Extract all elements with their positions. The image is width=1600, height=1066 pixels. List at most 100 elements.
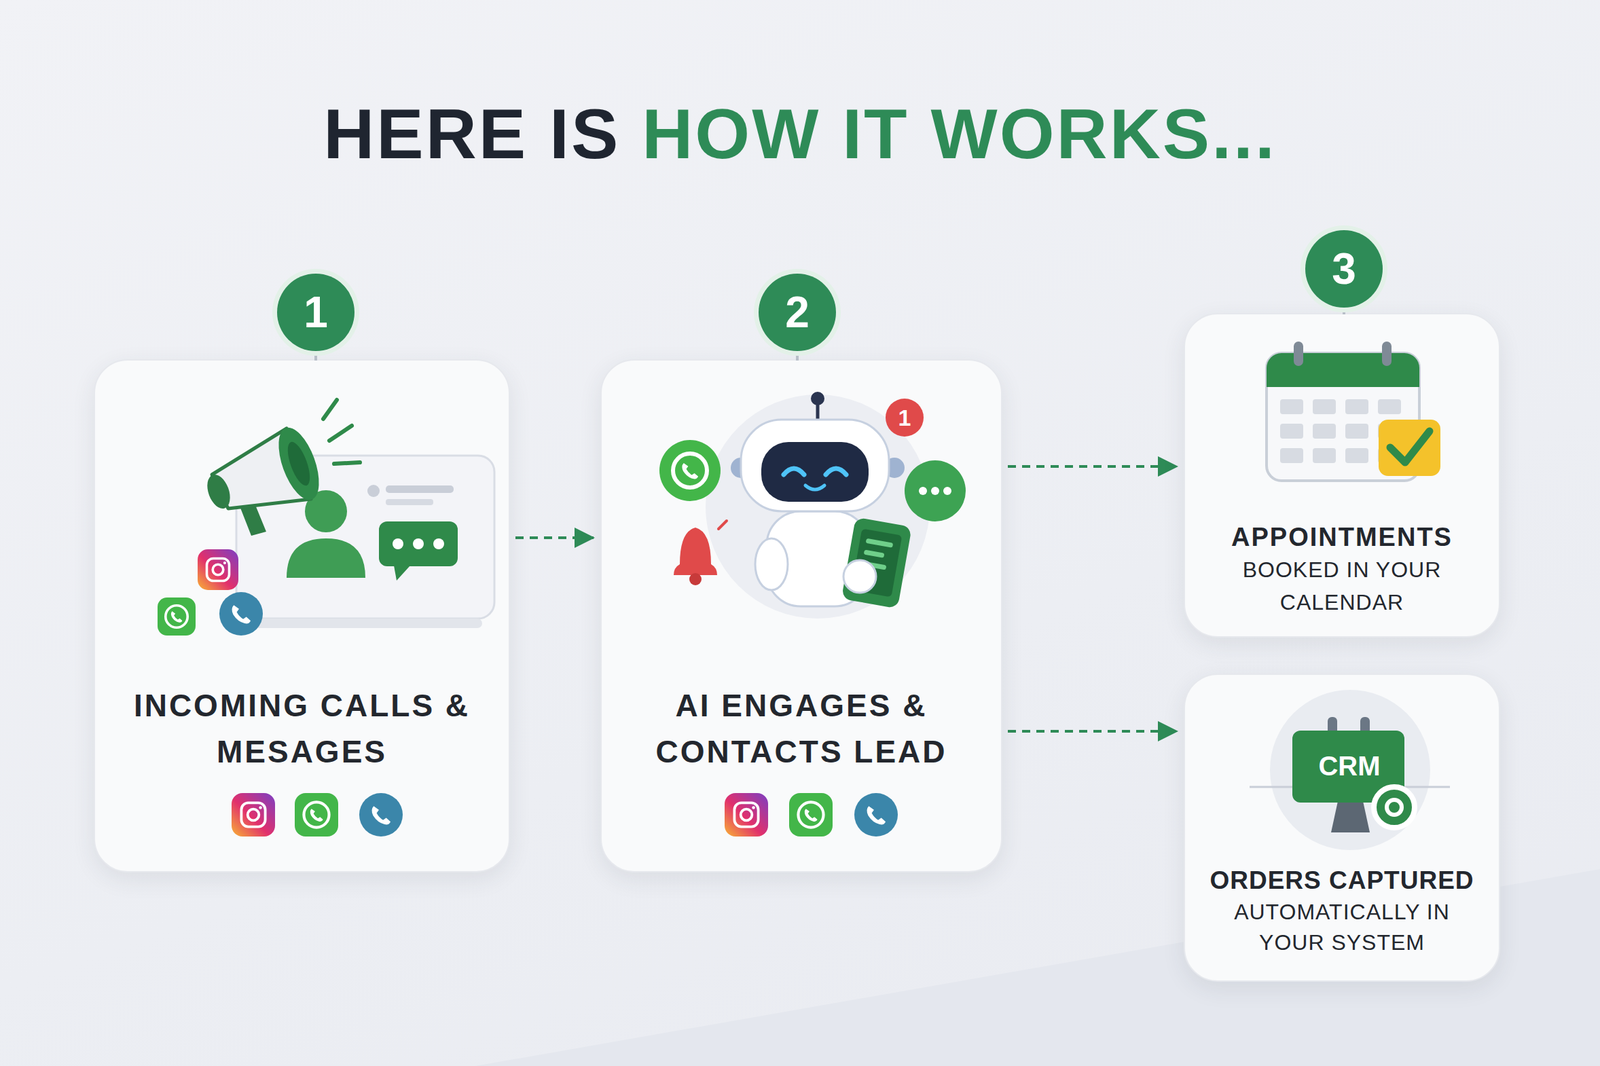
illustration-shape xyxy=(740,809,753,822)
illustration-shape xyxy=(323,400,337,420)
illustration-shape xyxy=(1312,448,1336,464)
text-stack: ORDERS CAPTUREDAUTOMATICALLY IN YOUR SYS… xyxy=(1185,864,1499,959)
illustration-shape xyxy=(283,439,315,489)
illustration-shape xyxy=(783,468,847,475)
whatsapp-icon xyxy=(789,793,833,837)
illustration-shape xyxy=(1269,689,1431,851)
title-wrap: HERE IS HOW IT WORKS... xyxy=(0,95,1600,173)
illustration-shape xyxy=(1345,448,1369,464)
illustration-shape xyxy=(885,398,924,437)
illustration-shape xyxy=(359,793,403,837)
illustration-shape xyxy=(1293,341,1304,367)
illustration-shape xyxy=(385,499,434,506)
illustration-shape xyxy=(797,802,824,828)
illustration-shape xyxy=(393,565,411,581)
illustration-shape xyxy=(841,517,913,610)
instagram-icon xyxy=(197,549,239,591)
illustration-shape xyxy=(866,806,886,825)
illustration-shape xyxy=(303,802,329,828)
illustration-shape xyxy=(659,440,721,502)
illustration-shape xyxy=(157,597,196,636)
illustration-shape xyxy=(854,793,898,837)
phone-icon xyxy=(359,793,403,837)
icon-label: CRM xyxy=(1318,751,1380,781)
illustration-shape xyxy=(943,486,952,496)
illustration-shape xyxy=(197,549,239,591)
illustration-shape xyxy=(1280,423,1304,439)
step-badge: 3 xyxy=(1305,230,1383,308)
box-body: AUTOMATICALLY IN YOUR SYSTEM xyxy=(1212,897,1471,959)
box-heading: APPOINTMENTS xyxy=(1195,520,1488,554)
process-box: 3APPOINTMENTSBOOKED IN YOUR CALENDAR xyxy=(1183,313,1501,638)
box-heading: ORDERS CAPTURED xyxy=(1193,864,1490,898)
illustration-shape xyxy=(1373,787,1415,828)
illustration-shape xyxy=(1386,800,1402,815)
illustration-shape xyxy=(1345,399,1369,415)
illustration-shape xyxy=(223,561,227,565)
illustration-shape xyxy=(1266,353,1420,388)
box-heading: AI ENGAGES & CONTACTS LEAD xyxy=(617,682,985,775)
illustration-shape xyxy=(378,521,458,567)
illustration-shape xyxy=(673,527,718,576)
illustration-shape xyxy=(385,485,454,494)
illustration-shape xyxy=(841,517,913,610)
flow-arrow xyxy=(1007,465,1177,468)
illustration-shape xyxy=(1312,423,1336,439)
label-wrap: 1 xyxy=(898,404,912,432)
illustration-shape xyxy=(705,394,930,619)
flow-arrow xyxy=(515,536,594,540)
text-stack: INCOMING CALLS & MESAGES xyxy=(95,682,509,775)
instagram-icon xyxy=(231,793,276,837)
illustration-shape xyxy=(371,806,391,825)
step-badge: 2 xyxy=(758,273,836,352)
illustration-shape xyxy=(918,486,927,496)
illustration-shape xyxy=(270,422,327,506)
title: HERE IS HOW IT WORKS... xyxy=(323,95,1277,173)
illustration-shape xyxy=(1342,307,1346,315)
illustration-shape xyxy=(804,808,818,822)
illustration-shape xyxy=(219,592,263,636)
phone-icon xyxy=(219,592,263,636)
illustration-shape xyxy=(740,419,889,512)
step-number: 3 xyxy=(1331,247,1357,291)
process-box: 2AI ENGAGES & CONTACTS LEAD1 xyxy=(600,359,1003,873)
illustration-shape xyxy=(865,538,894,549)
illustration-shape xyxy=(755,538,788,591)
illustration-shape xyxy=(1266,372,1420,388)
illustration-shape xyxy=(1331,801,1370,833)
illustration-shape xyxy=(392,538,404,550)
box-body: BOOKED IN YOUR CALENDAR xyxy=(1219,553,1465,619)
box-heading: INCOMING CALLS & MESAGES xyxy=(112,682,493,775)
illustration-shape xyxy=(412,538,424,550)
illustration-shape xyxy=(258,806,262,809)
illustration-shape xyxy=(673,453,707,488)
illustration-shape xyxy=(863,550,885,559)
illustration-shape xyxy=(1390,431,1430,463)
whatsapp-icon xyxy=(294,793,339,837)
illustration-shape xyxy=(367,484,380,498)
box-illustration xyxy=(601,360,1004,875)
illustration-shape xyxy=(805,485,825,490)
notification-count: 1 xyxy=(898,404,912,431)
illustration-shape xyxy=(1312,399,1336,415)
illustration-shape xyxy=(751,806,755,809)
illustration-shape xyxy=(724,793,769,837)
illustration-shape xyxy=(329,425,352,441)
illustration-shape xyxy=(241,802,265,827)
illustration-shape xyxy=(734,802,758,827)
illustration-shape xyxy=(314,351,318,361)
process-box: 1INCOMING CALLS & MESAGES xyxy=(93,359,511,873)
process-box: ORDERS CAPTUREDAUTOMATICALLY IN YOUR SYS… xyxy=(1183,673,1501,983)
text-stack: AI ENGAGES & CONTACTS LEAD xyxy=(601,682,1002,775)
illustration-shape xyxy=(789,793,833,837)
box-illustration xyxy=(95,360,512,875)
step-number: 2 xyxy=(785,290,810,335)
illustration-shape xyxy=(931,486,940,496)
illustration-shape xyxy=(310,808,324,822)
illustration-shape xyxy=(761,442,869,502)
illustration-shape xyxy=(904,460,966,522)
illustration-shape xyxy=(718,520,727,530)
phone-icon xyxy=(854,793,898,837)
illustration-shape xyxy=(1280,399,1304,415)
illustration-shape xyxy=(1382,341,1392,367)
